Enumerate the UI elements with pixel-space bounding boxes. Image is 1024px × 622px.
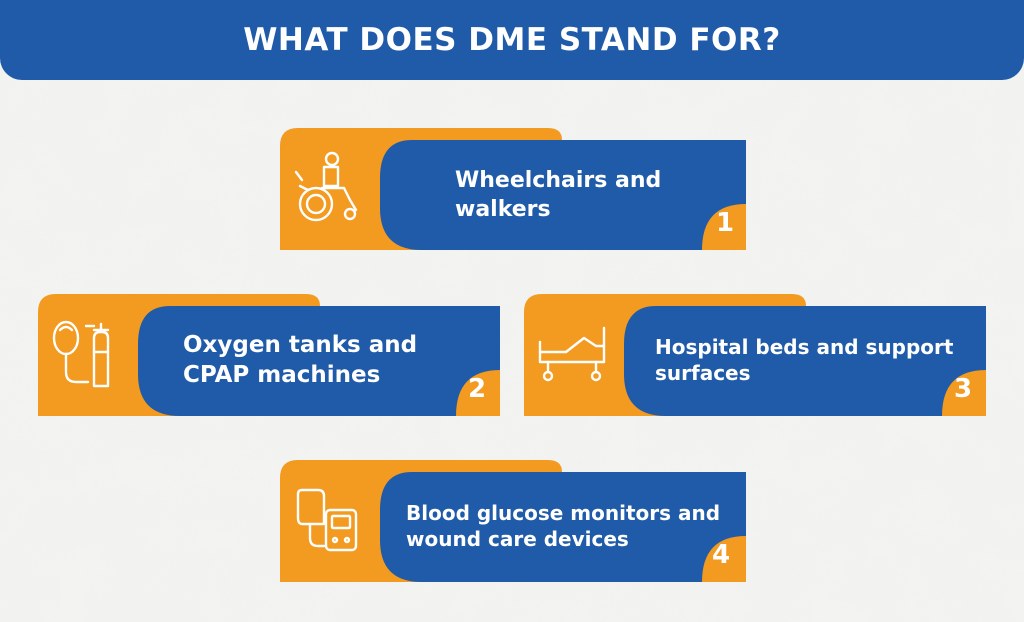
card-3-number: 3	[954, 374, 973, 404]
header-banner: WHAT DOES DME STAND FOR?	[0, 0, 1024, 80]
card-3-shape	[524, 294, 986, 416]
card-3: Hospital beds and support surfaces 3	[524, 294, 986, 416]
card-4-label: Blood glucose monitors and wound care de…	[406, 501, 721, 551]
card-1: Wheelchairs and walkers 1	[280, 128, 746, 250]
card-1-shape	[280, 128, 746, 250]
card-4-shape	[280, 460, 746, 582]
glucose-monitor-icon	[296, 488, 358, 552]
card-4-number: 4	[712, 540, 731, 570]
card-2-number: 2	[468, 374, 487, 404]
card-2-shape	[38, 294, 500, 416]
card-1-label: Wheelchairs and walkers	[455, 168, 662, 222]
wheelchair-icon	[294, 151, 358, 222]
card-4: Blood glucose monitors and wound care de…	[280, 460, 746, 582]
card-1-number: 1	[716, 208, 735, 238]
card-2: Oxygen tanks and CPAP machines 2	[38, 294, 500, 416]
page-title: WHAT DOES DME STAND FOR?	[243, 22, 781, 58]
oxygen-tank-icon	[52, 320, 110, 388]
card-3-label: Hospital beds and support surfaces	[655, 335, 954, 385]
card-2-label: Oxygen tanks and CPAP machines	[183, 332, 418, 388]
hospital-bed-icon	[538, 326, 606, 382]
